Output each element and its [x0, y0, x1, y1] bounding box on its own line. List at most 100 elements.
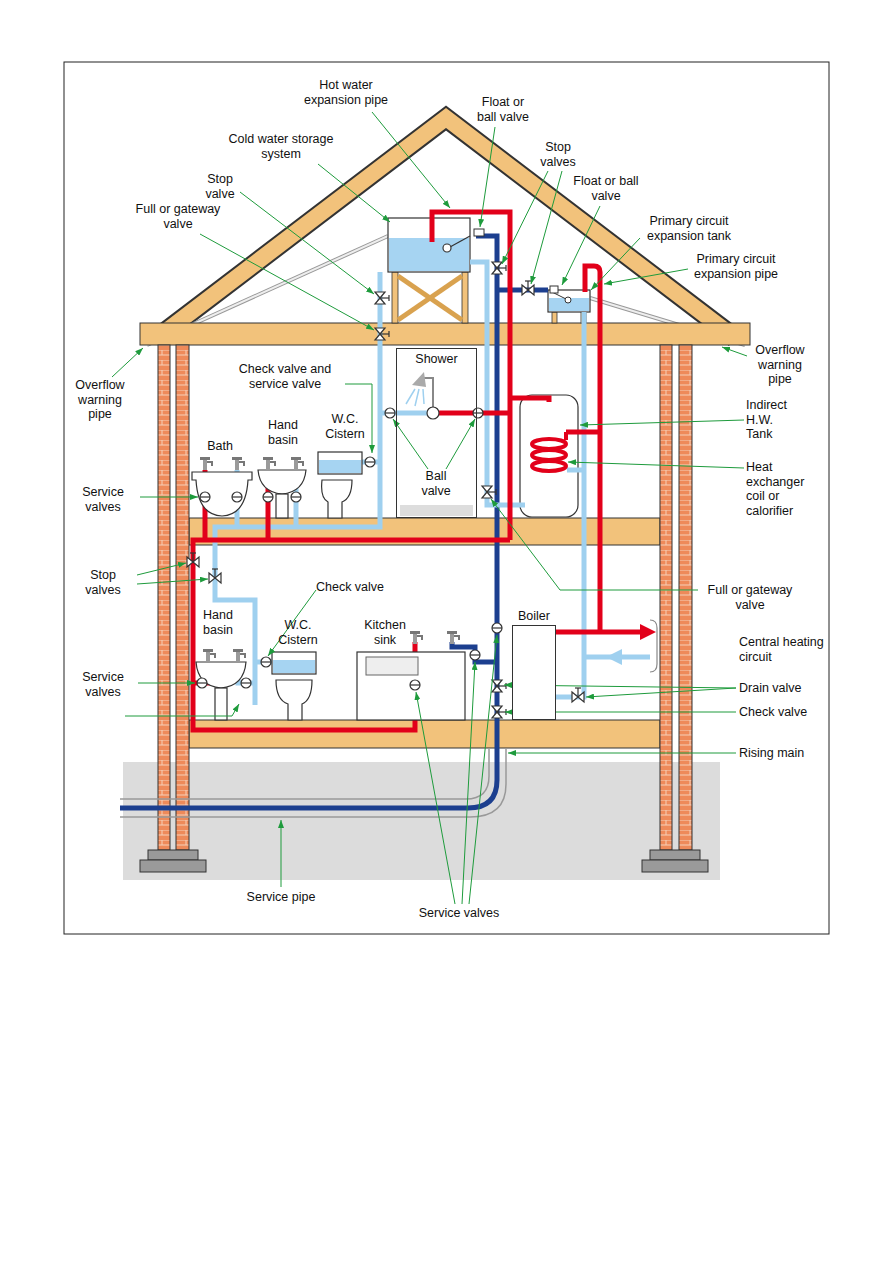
- leader-lines: [502, 171, 548, 264]
- valves: [474, 229, 484, 236]
- callout-label: Float or ball valve: [571, 174, 641, 203]
- callout-label: W.C. Cistern: [275, 618, 321, 647]
- hot-pipe: [566, 430, 600, 435]
- expansion-tank: [549, 298, 589, 311]
- ground: [123, 762, 720, 880]
- footing: [642, 860, 708, 872]
- brick-wall: [158, 345, 170, 850]
- valves: [291, 492, 301, 502]
- cistern-water: [366, 657, 418, 675]
- roof: [157, 118, 735, 338]
- joists: [140, 323, 750, 748]
- taps: [291, 457, 303, 470]
- taps: [232, 457, 244, 470]
- callout-label: Indirect H.W. Tank: [746, 398, 798, 442]
- frame: [64, 62, 829, 934]
- ground: [123, 762, 720, 880]
- callout-label: Primary circuit expansion tank: [629, 214, 749, 243]
- valves: [492, 623, 502, 633]
- footing: [148, 850, 198, 860]
- taps: [200, 457, 212, 470]
- sanitaryware: [322, 480, 352, 518]
- callout-label: Heat exchanger coil or calorifier: [746, 460, 814, 518]
- shower-fittings: [400, 505, 473, 516]
- callout-label: Hand basin: [261, 418, 306, 447]
- leader-lines: [568, 462, 744, 468]
- leader-lines: [491, 499, 698, 590]
- footing: [140, 850, 708, 872]
- hot-pipe: [510, 398, 549, 402]
- shower-fittings: [415, 389, 419, 406]
- sanitaryware: [192, 452, 465, 720]
- callout-label: Stop valves: [73, 568, 133, 597]
- valves: [385, 408, 395, 418]
- leader-lines: [200, 234, 374, 330]
- valves: [550, 286, 558, 293]
- sanitaryware: [272, 652, 316, 674]
- callout-label: Service pipe: [236, 890, 326, 905]
- callout-label: Overflow warning pipe: [750, 343, 810, 387]
- valves: [365, 457, 375, 467]
- leader-lines: [240, 192, 374, 294]
- valves: [492, 262, 506, 274]
- callout-label: Drain valve: [739, 681, 829, 696]
- valves: [200, 492, 210, 502]
- footing: [650, 850, 700, 860]
- cold-pipe: [215, 262, 650, 705]
- heat-exchanger-coil: [532, 439, 566, 449]
- leader-lines: [508, 753, 736, 754]
- leader-lines: [393, 419, 428, 469]
- leader-lines: [281, 820, 282, 887]
- heat-exchanger-coil: [532, 461, 566, 471]
- cistern-water: [319, 460, 361, 473]
- shower-fittings: [423, 389, 424, 404]
- valves: [197, 678, 207, 688]
- hot-pipe: [193, 540, 510, 730]
- cold-pipe: [567, 468, 584, 473]
- tank-stand: [552, 312, 557, 323]
- valves: [187, 553, 199, 567]
- callout-label: Full or gateway valve: [700, 583, 800, 612]
- leader-lines: [318, 164, 390, 222]
- callout-label: Stop valves: [533, 140, 583, 169]
- cistern-water: [273, 660, 315, 673]
- node-text: Shower: [397, 349, 476, 367]
- callout-label: Ball valve: [414, 469, 459, 498]
- joists: [189, 720, 660, 748]
- joists: [140, 323, 750, 345]
- callout-label: Check valve: [315, 580, 385, 595]
- footing: [140, 860, 206, 872]
- callout-label: Service valves: [68, 670, 138, 699]
- callout-label: Cold water storage system: [226, 132, 336, 161]
- roof: [157, 118, 735, 338]
- callout-label: W.C. Cistern: [323, 412, 368, 441]
- valves: [473, 408, 483, 418]
- valves: [492, 706, 506, 718]
- leader-lines: [722, 347, 747, 356]
- callout-label: Primary circuit expansion pipe: [676, 252, 796, 281]
- callout-label: Kitchen sink: [363, 618, 408, 647]
- mains-pipe: [120, 236, 497, 808]
- heating-bracket: [650, 620, 657, 672]
- leader-lines: [446, 419, 475, 469]
- heating-flow-arrow: [640, 624, 656, 640]
- callout-label: Hot water expansion pipe: [296, 78, 396, 107]
- callout-label: Check valve: [739, 705, 829, 720]
- service-pipe-duct: [120, 748, 489, 799]
- leader-lines: [586, 688, 736, 697]
- valves: [375, 292, 389, 304]
- sanitaryware: [258, 470, 306, 494]
- sanitaryware: [276, 494, 288, 518]
- callout-label: Central heating circuit: [739, 635, 829, 664]
- leader-lines: [604, 269, 688, 284]
- roof: [157, 118, 735, 338]
- leader-lines: [138, 683, 195, 684]
- heat-exchanger-coil: [564, 432, 568, 440]
- hot-pipe: [193, 212, 640, 730]
- leader-lines: [372, 112, 450, 208]
- leader-lines: [480, 127, 495, 227]
- tank-stand: [398, 276, 462, 320]
